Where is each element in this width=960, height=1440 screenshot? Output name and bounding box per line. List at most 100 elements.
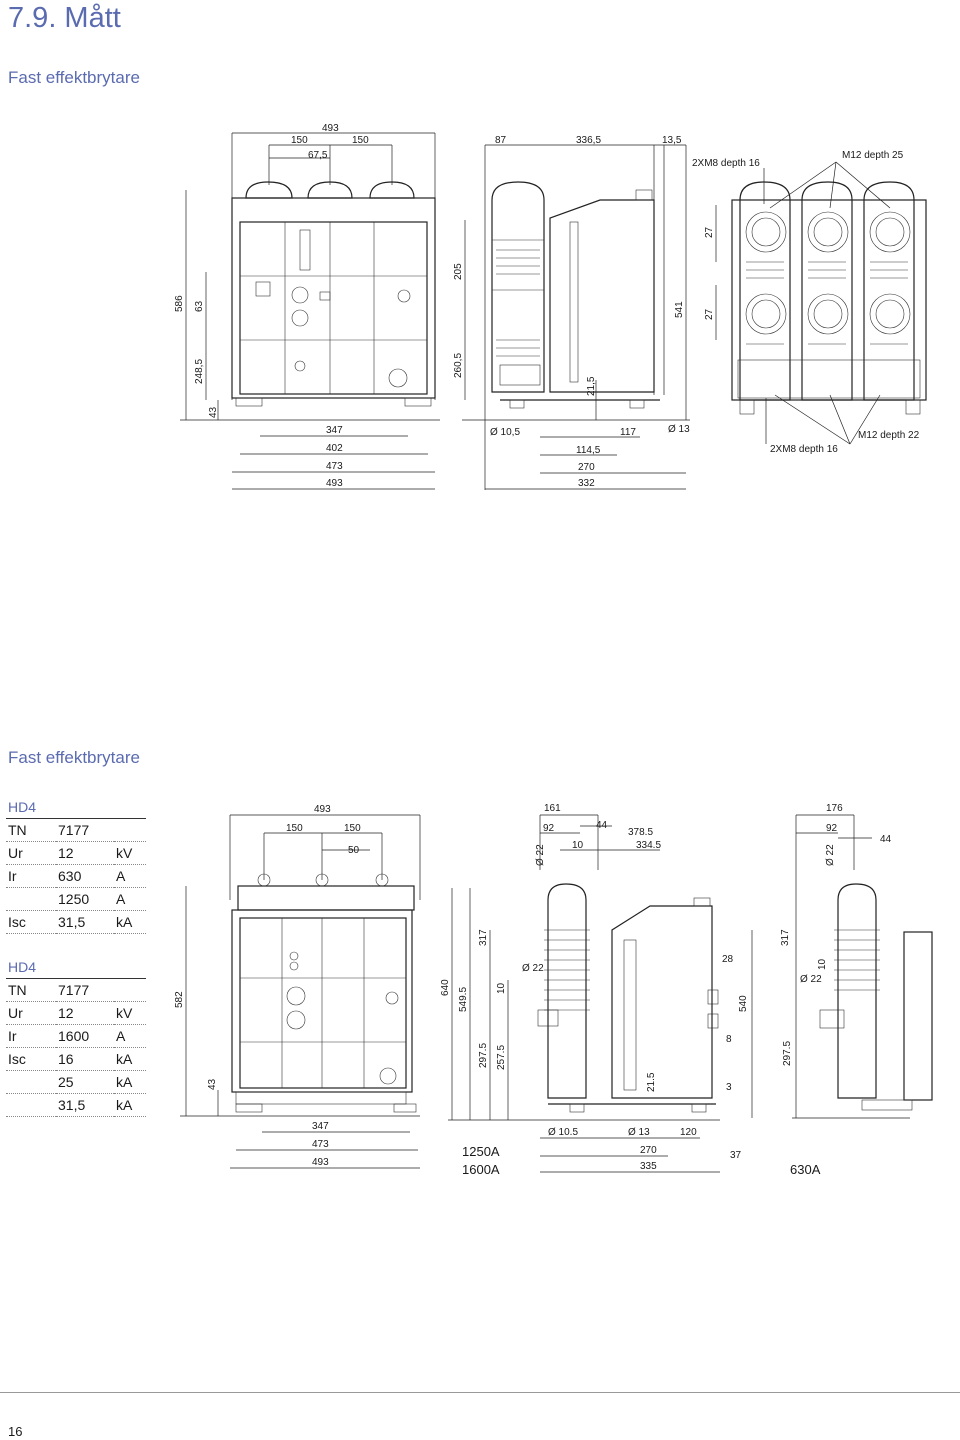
spec-value: 16 <box>56 1047 114 1071</box>
bottom-side-dim-640: 640 <box>440 979 451 996</box>
spec-key <box>6 887 56 911</box>
top-side-dim-205: 205 <box>453 263 464 280</box>
spec-value: 31,5 <box>56 1093 114 1117</box>
spec-unit: kV <box>114 841 146 865</box>
spec-value: 7177 <box>56 818 114 842</box>
bottom-side-dim-317: 317 <box>478 929 489 946</box>
footer-divider <box>0 1392 960 1393</box>
top-front-dim-67-5: 67,5 <box>308 150 328 161</box>
top-front-dim-248-5: 248,5 <box>194 359 205 384</box>
bottom-side-dim-161: 161 <box>544 803 561 814</box>
top-side-dim-13-5: 13,5 <box>662 135 682 146</box>
bottom-rear-dim-d22b: Ø 22 <box>800 974 822 985</box>
bottom-front-dim-493: 493 <box>314 804 331 815</box>
spec-key: Ur <box>6 841 56 865</box>
top-side-dim-270: 270 <box>578 462 595 473</box>
top-front-dim-586: 586 <box>174 295 185 312</box>
bottom-side-dim-92: 92 <box>543 823 555 834</box>
top-side-dim-21-5: 21,5 <box>586 376 597 396</box>
spec-value: 7177 <box>56 978 114 1002</box>
top-rear-view: 2XM8 depth 16 M12 depth 25 27 27 2XM8 de… <box>692 150 927 455</box>
top-front-dim-493: 493 <box>322 123 339 134</box>
page-heading: 7.9. Mått <box>8 2 121 34</box>
spec-key: TN <box>6 818 56 842</box>
bottom-rear-label-630a: 630A <box>790 1162 821 1177</box>
spec-value: 31,5 <box>56 910 114 934</box>
spec-unit: kA <box>114 1047 146 1071</box>
spec-unit: kA <box>114 910 146 934</box>
bottom-rear-dim-92: 92 <box>826 823 838 834</box>
spec-key: Ur <box>6 1001 56 1025</box>
section-title-bottom: Fast effektbrytare <box>8 748 140 767</box>
spec-unit: A <box>114 1024 146 1048</box>
bottom-side-dim-540: 540 <box>738 995 749 1012</box>
spec-value: 12 <box>56 841 114 865</box>
top-rear-dim-27b: 27 <box>704 308 715 320</box>
bottom-side-dim-378-5: 378.5 <box>628 827 653 838</box>
top-rear-label-m12-22: M12 depth 22 <box>858 430 920 441</box>
bottom-front-dim-493b: 493 <box>312 1157 329 1168</box>
bottom-front-dim-43: 43 <box>207 1078 218 1090</box>
bottom-side-dim-549-5: 549.5 <box>458 987 469 1012</box>
page-number: 16 <box>8 1424 23 1439</box>
spec-key: Isc <box>6 910 56 934</box>
spec-value: 1600 <box>56 1024 114 1048</box>
spec-value: 1250 <box>56 887 114 911</box>
top-side-view: 87 336,5 13,5 205 260,5 541 21,5 Ø 10,5 … <box>453 135 690 490</box>
top-front-dim-150b: 150 <box>352 135 369 146</box>
bottom-side-dim-257-5: 257.5 <box>496 1045 507 1070</box>
spec-unit <box>114 978 146 1002</box>
bottom-front-dim-347: 347 <box>312 1121 329 1132</box>
bottom-rear-view: 176 92 44 Ø 22 317 10 Ø 22 297.5 630A <box>780 803 933 1177</box>
bottom-side-dim-21-5: 21.5 <box>646 1072 657 1092</box>
top-front-dim-43: 43 <box>208 406 219 418</box>
spec-value: 630 <box>56 864 114 888</box>
spec-unit: A <box>114 864 146 888</box>
top-front-dim-347: 347 <box>326 425 343 436</box>
bottom-side-dim-d22b: Ø 22 <box>522 963 544 974</box>
bottom-side-label-1600a: 1600A <box>462 1162 500 1177</box>
bottom-front-dim-473: 473 <box>312 1139 329 1150</box>
spec-value: 25 <box>56 1070 114 1094</box>
bottom-rear-dim-10: 10 <box>817 958 828 970</box>
section-title-top: Fast effektbrytare <box>8 68 140 87</box>
bottom-side-dim-d10-5: Ø 10.5 <box>548 1127 578 1138</box>
spec-value: 12 <box>56 1001 114 1025</box>
top-side-dim-336-5: 336,5 <box>576 135 601 146</box>
bottom-front-dim-150a: 150 <box>286 823 303 834</box>
bottom-side-dim-270: 270 <box>640 1145 657 1156</box>
bottom-front-dim-50: 50 <box>348 845 360 856</box>
spec-key: Ir <box>6 1024 56 1048</box>
top-rear-label-m12-25: M12 depth 25 <box>842 150 904 161</box>
bottom-side-dim-10b: 10 <box>496 982 507 994</box>
top-side-dim-117: 117 <box>620 427 636 438</box>
bottom-rear-dim-d22a: Ø 22 <box>825 844 836 866</box>
spec-unit: kA <box>114 1093 146 1117</box>
bottom-side-dim-10a: 10 <box>572 840 584 851</box>
top-side-dim-541: 541 <box>674 301 685 318</box>
bottom-front-view: 493 150 150 50 582 43 347 473 493 <box>174 804 421 1169</box>
spec-key <box>6 1070 56 1094</box>
spec-unit: A <box>114 887 146 911</box>
bottom-side-dim-334-5: 334.5 <box>636 840 661 851</box>
top-front-dim-150a: 150 <box>291 135 308 146</box>
top-rear-label-2xm8-16: 2XM8 depth 16 <box>692 158 760 169</box>
top-side-dim-332: 332 <box>578 478 595 489</box>
bottom-side-label-1250a: 1250A <box>462 1144 500 1159</box>
spec-table-2-title: HD4 <box>6 956 146 979</box>
top-side-dim-d13: Ø 13 <box>668 424 690 435</box>
top-side-dim-d10-5: Ø 10,5 <box>490 427 520 438</box>
